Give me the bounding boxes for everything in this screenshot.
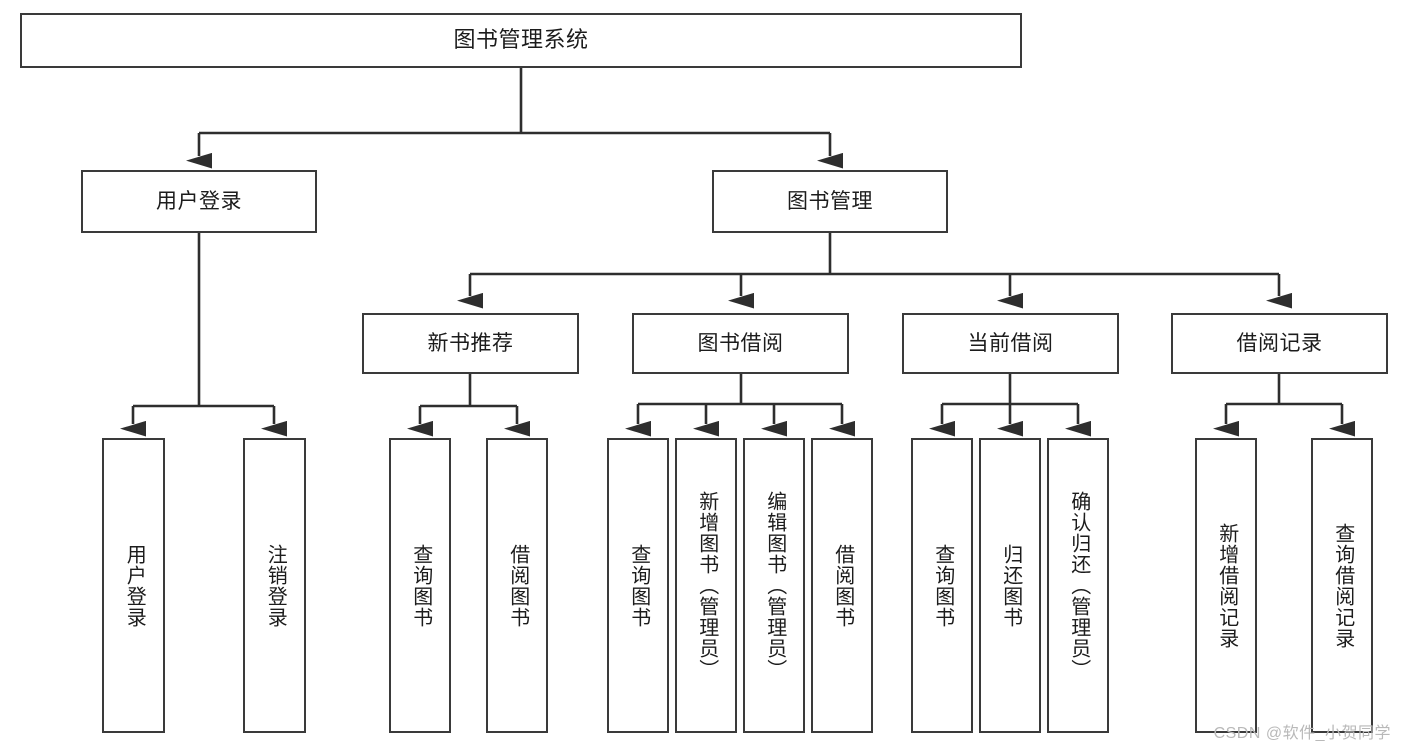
node-leaf-query-book-3[interactable]: 查询图书 [911,438,973,733]
node-label: 新增借阅记录 [1215,522,1238,649]
node-leaf-borrow-book-2[interactable]: 借阅图书 [811,438,873,733]
node-leaf-return-book[interactable]: 归还图书 [979,438,1041,733]
node-label: 查询借阅记录 [1331,522,1354,649]
node-label: 图书管理系统 [453,27,589,53]
node-leaf-query-book-2[interactable]: 查询图书 [607,438,669,733]
node-label: 查询图书 [931,543,954,628]
node-label: 借阅记录 [1236,331,1323,355]
node-leaf-query-book-1[interactable]: 查询图书 [389,438,451,733]
watermark-text: CSDN @软件_小贺同学 [1213,725,1391,742]
node-root-system[interactable]: 图书管理系统 [20,13,1022,68]
node-current-borrow[interactable]: 当前借阅 [902,313,1119,374]
node-leaf-edit-book[interactable]: 编辑图书（管理员） [743,438,805,733]
node-label: 查询图书 [409,543,432,628]
node-label: 用户登录 [156,189,242,213]
node-leaf-borrow-book-1[interactable]: 借阅图书 [486,438,548,733]
node-leaf-query-record[interactable]: 查询借阅记录 [1311,438,1373,733]
node-book-borrow[interactable]: 图书借阅 [632,313,849,374]
node-label: 编辑图书（管理员） [763,491,786,680]
node-label: 借阅图书 [506,543,529,628]
node-leaf-add-book[interactable]: 新增图书（管理员） [675,438,737,733]
node-label: 确认归还（管理员） [1067,491,1090,680]
node-label: 用户登录 [123,543,146,628]
node-leaf-confirm-return[interactable]: 确认归还（管理员） [1047,438,1109,733]
node-label: 图书借阅 [697,331,784,355]
node-label: 归还图书 [999,543,1022,628]
node-label: 借阅图书 [831,543,854,628]
node-label: 查询图书 [627,543,650,628]
node-borrow-record[interactable]: 借阅记录 [1171,313,1388,374]
node-user-login[interactable]: 用户登录 [81,170,317,233]
node-label: 新书推荐 [427,331,514,355]
node-leaf-user-logout[interactable]: 注销登录 [243,438,306,733]
node-label: 注销登录 [264,543,287,628]
node-leaf-user-login[interactable]: 用户登录 [102,438,165,733]
node-new-book-recommend[interactable]: 新书推荐 [362,313,579,374]
node-label: 新增图书（管理员） [695,491,718,680]
node-label: 当前借阅 [967,331,1054,355]
node-label: 图书管理 [787,189,873,213]
node-leaf-add-record[interactable]: 新增借阅记录 [1195,438,1257,733]
node-book-manage[interactable]: 图书管理 [712,170,948,233]
